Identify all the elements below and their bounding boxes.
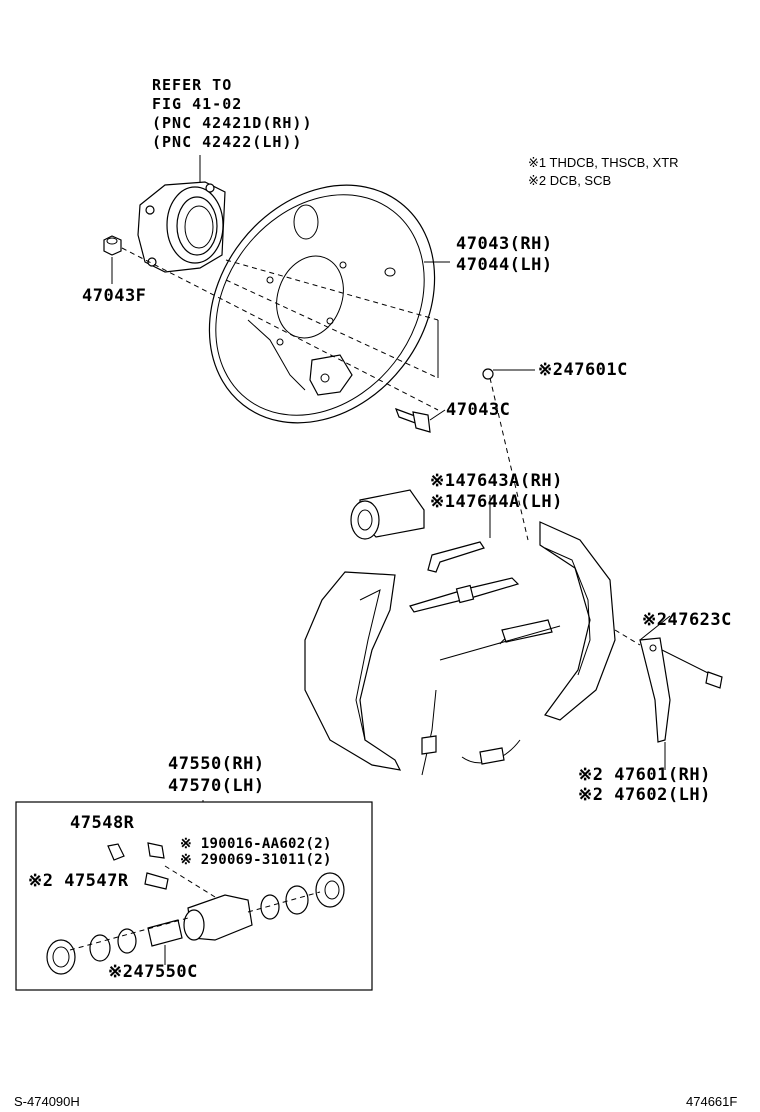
brake-shoe-left <box>304 571 402 771</box>
nut-47043f <box>103 235 122 256</box>
label-90069-31011[interactable]: ※ 290069-31011(2) <box>180 852 332 868</box>
refer-note-line-3: (PNC 42421D(RH)) <box>152 114 313 132</box>
footer-right-code: 474661F <box>686 1094 738 1109</box>
legend-1: ※1 THDCB, THSCB, XTR <box>528 154 679 171</box>
label-47043c[interactable]: 47043C <box>446 400 511 420</box>
label-47548r[interactable]: 47548R <box>70 813 135 833</box>
backing-plate <box>208 184 436 424</box>
springs <box>421 689 521 776</box>
brake-shoe-right <box>539 521 616 721</box>
label-47044-lh[interactable]: 47044(LH) <box>456 255 553 275</box>
legend-1-mark: ※1 <box>528 155 547 170</box>
bolt-47623c <box>661 649 723 689</box>
label-47550c[interactable]: ※247550C <box>108 962 198 982</box>
label-47643a-rh[interactable]: ※147643A(RH) <box>430 471 563 491</box>
inset-box <box>15 800 373 991</box>
refer-note-line-1: REFER TO <box>152 76 233 94</box>
refer-note-line-4: (PNC 42422(LH)) <box>152 133 303 151</box>
label-47602-lh[interactable]: ※2 47602(LH) <box>578 785 711 805</box>
refer-note-line-2: FIG 41-02 <box>152 95 243 113</box>
washer-47601c <box>482 368 494 380</box>
parking-lever <box>639 637 671 743</box>
legend-2: ※2 DCB, SCB <box>528 172 611 189</box>
label-47601-rh[interactable]: ※2 47601(RH) <box>578 765 711 785</box>
label-47601c[interactable]: ※247601C <box>538 360 628 380</box>
label-47570-lh[interactable]: 47570(LH) <box>168 776 265 796</box>
footer-left-code: S-474090H <box>14 1094 80 1109</box>
label-47644a-lh[interactable]: ※147644A(LH) <box>430 492 563 512</box>
label-47043f[interactable]: 47043F <box>82 286 147 306</box>
legend-1-text: THDCB, THSCB, XTR <box>549 155 679 170</box>
label-47547r[interactable]: ※2 47547R <box>28 871 129 891</box>
bolt-47043c <box>394 407 431 433</box>
wheel-cylinder-upper <box>350 489 425 540</box>
legend-2-mark: ※2 <box>528 173 547 188</box>
label-47550-rh[interactable]: 47550(RH) <box>168 754 265 774</box>
leader-lines <box>111 155 671 802</box>
adjuster-parts <box>409 541 561 661</box>
legend-2-text: DCB, SCB <box>549 173 612 188</box>
label-47043-rh[interactable]: 47043(RH) <box>456 234 553 254</box>
hub-bearing <box>137 181 226 273</box>
label-90016-aa602[interactable]: ※ 190016-AA602(2) <box>180 836 332 852</box>
label-47623c[interactable]: ※247623C <box>642 610 732 630</box>
